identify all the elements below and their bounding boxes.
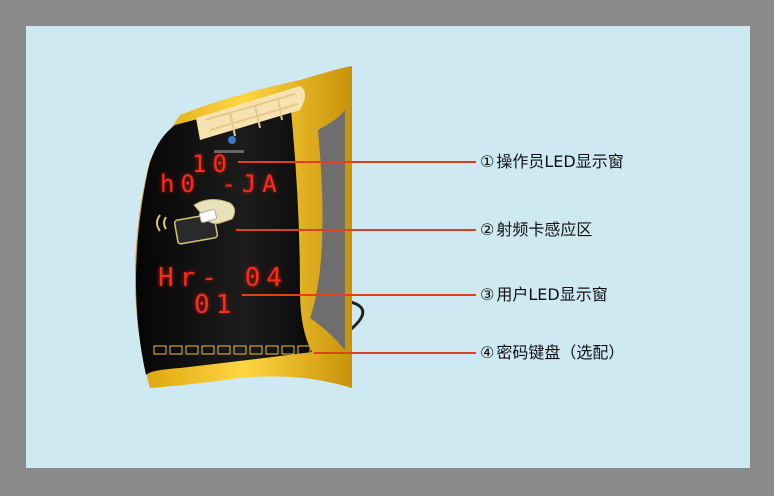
callout-number: ② [480, 220, 495, 239]
rfid-card-icon [156, 199, 236, 245]
callout-label: 射频卡感应区 [496, 220, 593, 239]
top-light-grid [204, 93, 299, 137]
callout-label: 用户LED显示窗 [496, 285, 608, 304]
operator-led-line1: 10 [192, 150, 233, 178]
brand-logo-icon [228, 136, 236, 144]
leader-line-3 [242, 294, 476, 296]
user-led-line2: 01 [194, 290, 238, 320]
operator-led-line2: h0 -JA [160, 170, 283, 198]
leader-line-4 [314, 352, 476, 354]
leader-line-2 [236, 229, 476, 231]
callout-number: ③ [480, 285, 495, 304]
callout-label: 操作员LED显示窗 [496, 152, 624, 171]
callout-label: 密码键盘（选配） [496, 343, 625, 362]
brand-text-mark [214, 150, 244, 153]
user-led-line1: Hr- 04 [158, 263, 288, 293]
leader-line-1 [238, 161, 476, 163]
callout-number: ① [480, 152, 495, 171]
callout-number: ④ [480, 343, 495, 362]
keypad-row [153, 345, 311, 355]
black-face [135, 100, 312, 375]
